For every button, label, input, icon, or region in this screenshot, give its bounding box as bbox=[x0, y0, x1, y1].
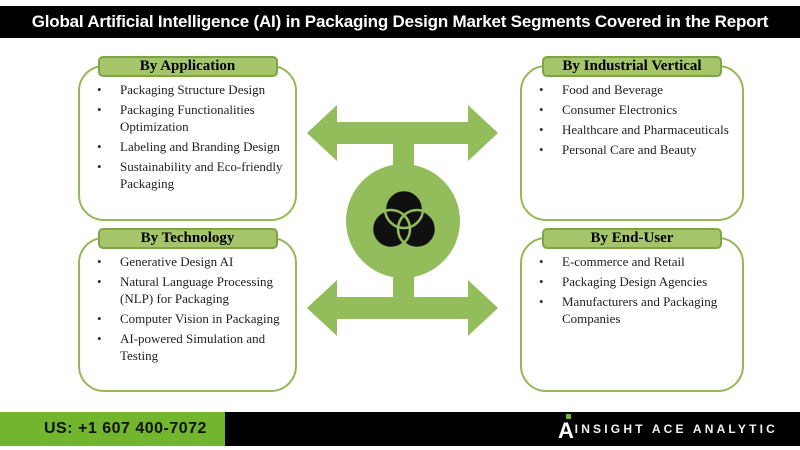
title-bar: Global Artificial Intelligence (AI) in P… bbox=[0, 6, 800, 38]
logo-letter: A bbox=[558, 418, 574, 443]
segment-list-industrial-vertical: Food and BeverageConsumer ElectronicsHea… bbox=[522, 81, 738, 158]
list-item: Sustainability and Eco-friendly Packagin… bbox=[80, 158, 291, 192]
segment-box-industrial-vertical: By Industrial Vertical Food and Beverage… bbox=[520, 56, 744, 221]
segment-header-industrial-vertical: By Industrial Vertical bbox=[542, 56, 722, 77]
list-item: Labeling and Branding Design bbox=[80, 138, 291, 155]
list-item: Manufacturers and Packaging Companies bbox=[522, 293, 738, 327]
segment-list-application: Packaging Structure DesignPackaging Func… bbox=[80, 81, 291, 192]
segment-header-end-user: By End-User bbox=[542, 228, 722, 249]
double-arrow-bottom bbox=[307, 280, 498, 336]
segment-box-technology: By Technology Generative Design AI Natura… bbox=[78, 228, 297, 392]
list-item: Personal Care and Beauty bbox=[522, 141, 738, 158]
list-item: AI-powered Simulation and Testing bbox=[80, 330, 291, 364]
footer-bar: US: +1 607 400-7072 A INSIGHT ACE ANALYT… bbox=[0, 412, 800, 446]
logo-dot-icon bbox=[566, 414, 571, 419]
page-title: Global Artificial Intelligence (AI) in P… bbox=[31, 12, 769, 31]
list-item: Packaging Functionalities Optimization bbox=[80, 101, 291, 135]
list-item: E-commerce and Retail bbox=[522, 253, 738, 270]
list-item: Computer Vision in Packaging bbox=[80, 310, 291, 327]
list-item: Natural Language Processing (NLP) for Pa… bbox=[80, 273, 291, 307]
segment-box-end-user: By End-User E-commerce and RetailPackagi… bbox=[520, 228, 744, 392]
segment-header-technology: By Technology bbox=[97, 228, 278, 249]
list-item: Food and Beverage bbox=[522, 81, 738, 98]
venn-diagram-icon bbox=[370, 188, 438, 250]
list-item: Consumer Electronics bbox=[522, 101, 738, 118]
footer-phone-segment: US: +1 607 400-7072 bbox=[0, 412, 225, 446]
center-hub-graphic bbox=[307, 105, 498, 336]
list-item: Generative Design AI bbox=[80, 253, 291, 270]
double-arrow-top bbox=[307, 105, 498, 161]
list-item: Packaging Structure Design bbox=[80, 81, 291, 98]
segment-header-application: By Application bbox=[97, 56, 278, 77]
brand-name: INSIGHT ACE ANALYTIC bbox=[574, 422, 778, 436]
list-item: Healthcare and Pharmaceuticals bbox=[522, 121, 738, 138]
segment-box-application: By Application Packaging Structure Desig… bbox=[78, 56, 297, 221]
phone-number: US: +1 607 400-7072 bbox=[44, 420, 207, 437]
segment-list-end-user: E-commerce and RetailPackaging Design Ag… bbox=[522, 253, 738, 327]
list-item: Packaging Design Agencies bbox=[522, 273, 738, 290]
segment-list-technology: Generative Design AI Natural Language Pro… bbox=[80, 253, 291, 364]
insight-ace-logo: A bbox=[558, 414, 592, 444]
